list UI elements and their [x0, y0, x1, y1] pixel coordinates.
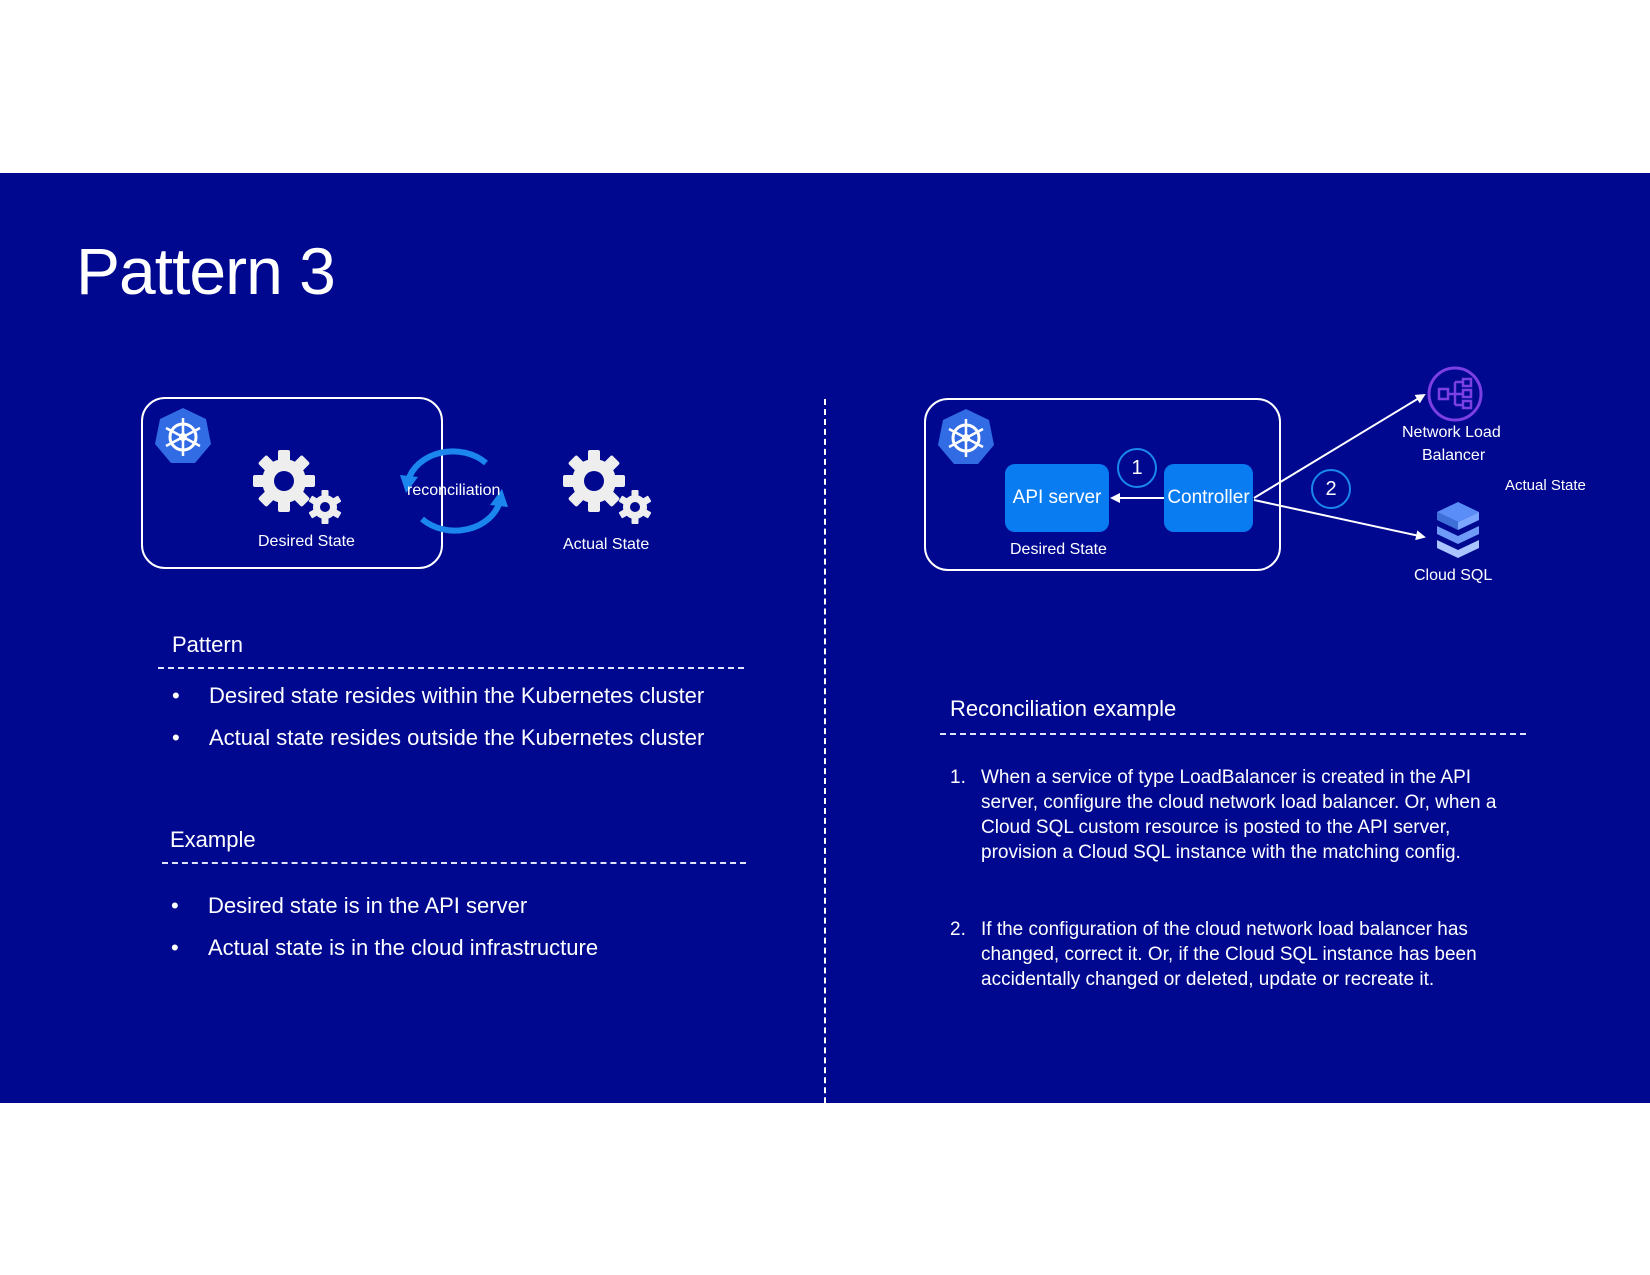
- reconciliation-arrows-icon: [400, 448, 508, 534]
- kubernetes-icon: [155, 408, 211, 463]
- network-load-balancer-icon: [1427, 366, 1483, 422]
- right-diagram: API server Controller Desired State 1 2: [0, 173, 1650, 593]
- reconciliation-label: reconciliation: [407, 482, 501, 499]
- cluster-box-left: [141, 397, 443, 569]
- actual-state-label-left: Actual State: [563, 536, 650, 553]
- bullet-text: Actual state resides outside the Kuberne…: [209, 725, 705, 750]
- bullet-text: Desired state is in the API server: [208, 893, 528, 918]
- gears-icon-actual: [563, 450, 652, 524]
- list-item: • Actual state is in the cloud infrastru…: [171, 935, 599, 960]
- api-server-node: API server: [1005, 464, 1109, 532]
- example-divider: [162, 862, 746, 864]
- cluster-box-right: [924, 398, 1281, 571]
- pattern-heading: Pattern: [172, 632, 243, 657]
- item-text: When a service of type LoadBalancer is c…: [981, 767, 1497, 863]
- nlb-label-line2: Balancer: [1422, 447, 1486, 464]
- list-item: • Desired state resides within the Kuber…: [172, 683, 705, 708]
- slide: Pattern 3: [0, 173, 1650, 1193]
- page-title: Pattern 3: [76, 234, 336, 308]
- nlb-label-line1: Network Load: [1402, 424, 1501, 441]
- item-number: 1.: [950, 767, 966, 788]
- bullet-text: Actual state is in the cloud infrastruct…: [208, 935, 599, 960]
- list-item: • Desired state is in the API server: [171, 893, 528, 918]
- bullet-text: Desired state resides within the Kuberne…: [209, 683, 705, 708]
- connector-arrows: [1110, 393, 1426, 541]
- kubernetes-icon-right: [938, 409, 994, 464]
- item-text: If the configuration of the cloud networ…: [981, 919, 1477, 990]
- arrow-controller-to-sql: [1253, 499, 1426, 541]
- left-diagram: Desired State reconciliation: [0, 173, 820, 593]
- actual-state-label-right: Actual State: [1505, 477, 1586, 494]
- cloud-sql-label: Cloud SQL: [1414, 567, 1493, 584]
- example-heading: Example: [170, 827, 256, 852]
- cloud-sql-icon: [1437, 502, 1479, 558]
- desired-state-label-left: Desired State: [258, 533, 355, 550]
- pattern-bullets: • Desired state resides within the Kuber…: [172, 683, 792, 763]
- pattern-divider: [158, 667, 744, 669]
- step-2-badge: 2: [1311, 469, 1351, 509]
- list-item: • Actual state resides outside the Kuber…: [172, 725, 705, 750]
- step-1-badge: 1: [1117, 448, 1157, 488]
- example-bullets: • Desired state is in the API server • A…: [171, 893, 791, 973]
- reconciliation-divider: [940, 733, 1526, 735]
- item-number: 2.: [950, 919, 966, 940]
- list-item: 1. When a service of type LoadBalancer i…: [950, 765, 1510, 875]
- reconciliation-heading: Reconciliation example: [950, 696, 1177, 721]
- desired-state-label-right: Desired State: [1010, 541, 1107, 558]
- gears-icon: [253, 450, 342, 524]
- controller-node: Controller: [1164, 464, 1253, 532]
- arrow-controller-to-nlb: [1253, 393, 1426, 499]
- list-item: 2. If the configuration of the cloud net…: [950, 917, 1510, 1007]
- center-divider: [824, 399, 826, 1193]
